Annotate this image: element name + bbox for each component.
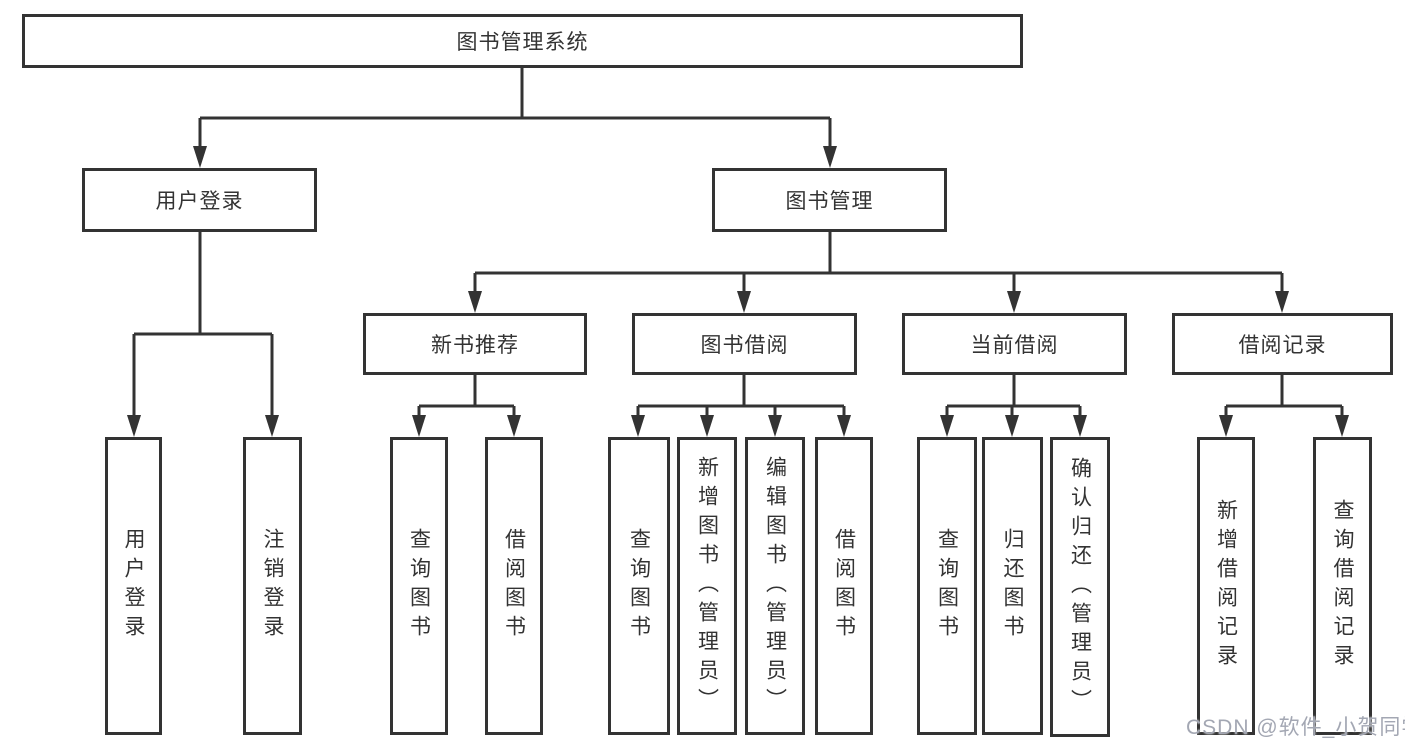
leaf-cb-query-books-label: 查询图书	[935, 528, 959, 644]
branch-book-management-label: 图书管理	[785, 190, 874, 213]
leaf-bb-edit-book-admin-label: 编辑图书（管理员）	[763, 455, 787, 717]
section-new-book-recommend-label: 新书推荐	[431, 334, 519, 357]
root-label: 图书管理系统	[456, 31, 589, 54]
leaf-bb-edit-book-admin: 编辑图书（管理员）	[745, 437, 805, 735]
section-book-borrowing: 图书借阅	[632, 313, 857, 375]
leaf-cb-return-books-label: 归还图书	[1001, 528, 1024, 644]
leaf-user-login: 用户登录	[105, 437, 162, 735]
leaf-bb-add-book-admin-label: 新增图书（管理员）	[695, 455, 719, 717]
section-current-borrowing: 当前借阅	[902, 313, 1127, 375]
leaf-br-add-record-label: 新增借阅记录	[1214, 499, 1238, 673]
leaf-user-login-label: 用户登录	[122, 528, 145, 644]
leaf-br-add-record: 新增借阅记录	[1197, 437, 1255, 735]
leaf-cb-query-books: 查询图书	[917, 437, 977, 735]
leaf-bb-borrow-books-label: 借阅图书	[832, 528, 856, 644]
branch-user-login-label: 用户登录	[155, 190, 244, 213]
leaf-logout: 注销登录	[243, 437, 302, 735]
csdn-watermark: CSDN @软件_小贺同学	[1186, 716, 1405, 739]
section-current-borrowing-label: 当前借阅	[970, 334, 1059, 357]
leaf-bb-add-book-admin: 新增图书（管理员）	[677, 437, 737, 735]
leaf-cb-return-books: 归还图书	[982, 437, 1043, 735]
leaf-bb-query-books-label: 查询图书	[627, 528, 651, 644]
leaf-logout-label: 注销登录	[261, 528, 284, 644]
leaf-br-query-record: 查询借阅记录	[1313, 437, 1372, 735]
section-book-borrowing-label: 图书借阅	[700, 334, 789, 357]
leaf-cb-confirm-return-admin: 确认归还（管理员）	[1050, 437, 1110, 737]
leaf-bb-query-books: 查询图书	[608, 437, 670, 735]
section-new-book-recommend: 新书推荐	[363, 313, 587, 375]
leaf-bb-borrow-books: 借阅图书	[815, 437, 873, 735]
leaf-nbr-query-books-label: 查询图书	[407, 528, 431, 644]
section-borrow-records: 借阅记录	[1172, 313, 1393, 375]
leaf-nbr-borrow-books-label: 借阅图书	[502, 528, 526, 644]
section-borrow-records-label: 借阅记录	[1238, 334, 1327, 357]
root-box-library-system: 图书管理系统	[22, 14, 1023, 68]
leaf-nbr-query-books: 查询图书	[390, 437, 448, 735]
leaf-br-query-record-label: 查询借阅记录	[1331, 499, 1354, 673]
leaf-nbr-borrow-books: 借阅图书	[485, 437, 543, 735]
branch-book-management: 图书管理	[712, 168, 947, 232]
leaf-cb-confirm-return-admin-label: 确认归还（管理员）	[1068, 456, 1092, 718]
arrowheads	[127, 146, 1349, 437]
branch-user-login: 用户登录	[82, 168, 317, 232]
